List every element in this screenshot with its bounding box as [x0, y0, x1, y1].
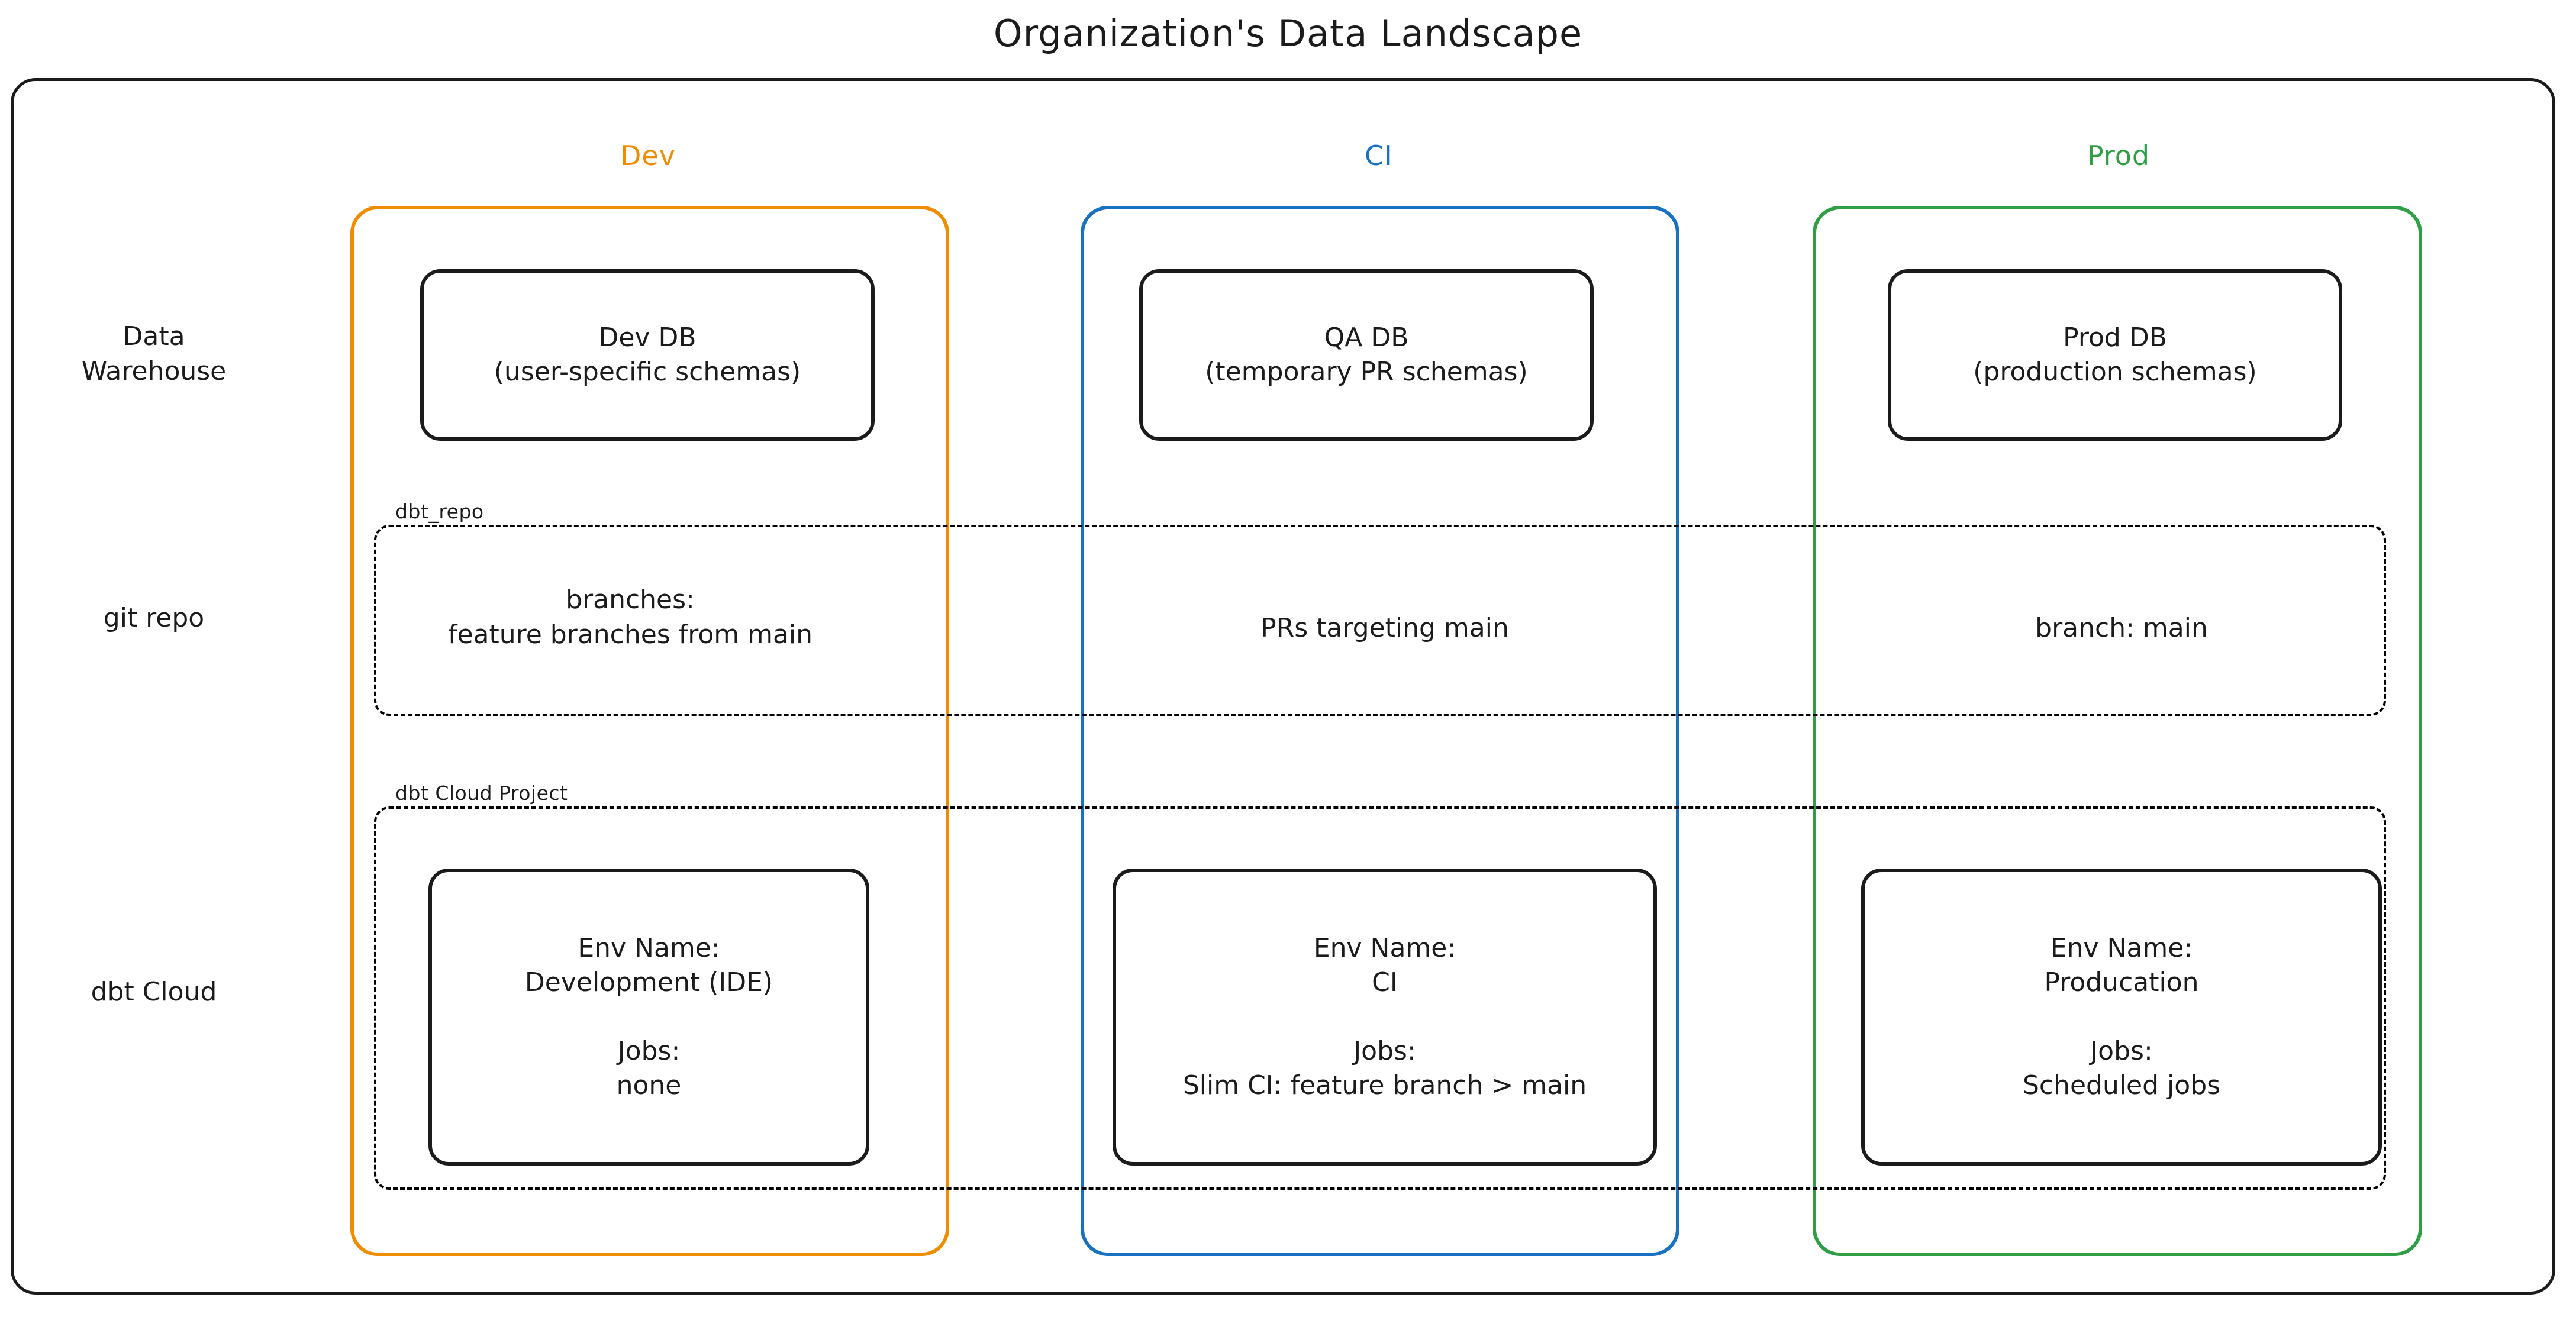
node-dbt-env-prod: Env Name: Producation Jobs: Scheduled jo… [1861, 869, 2382, 1166]
column-header-dev: Dev [620, 140, 676, 172]
group-container-dbt-cloud [374, 806, 2386, 1190]
column-container-prod [1813, 206, 2422, 1256]
node-prod-db: Prod DB (production schemas) [1888, 269, 2342, 441]
column-header-prod: Prod [2087, 140, 2151, 172]
node-qa-db: QA DB (temporary PR schemas) [1139, 269, 1594, 441]
group-label-dbt-cloud: dbt Cloud Project [395, 782, 568, 805]
node-dbt-env-dev: Env Name: Development (IDE) Jobs: none [428, 869, 869, 1166]
column-container-dev [350, 206, 949, 1256]
diagram-title: Organization's Data Landscape [993, 12, 1583, 55]
node-git-dev: branches: feature branches from main [447, 585, 813, 650]
node-git-prod: branch: main [2035, 613, 2208, 643]
node-dbt-env-ci: Env Name: CI Jobs: Slim CI: feature bran… [1113, 869, 1657, 1166]
node-git-ci: PRs targeting main [1260, 613, 1509, 643]
column-container-ci [1081, 206, 1679, 1256]
diagram-outer-frame [11, 78, 2555, 1295]
node-dev-db: Dev DB (user-specific schemas) [420, 269, 875, 441]
group-container-dbt-repo [374, 525, 2386, 716]
row-label-data-warehouse: Data Warehouse [81, 321, 227, 386]
row-label-dbt-cloud: dbt Cloud [91, 977, 217, 1007]
column-header-ci: CI [1365, 140, 1393, 172]
group-label-dbt-repo: dbt_repo [395, 500, 484, 523]
row-label-git-repo: git repo [103, 603, 205, 633]
